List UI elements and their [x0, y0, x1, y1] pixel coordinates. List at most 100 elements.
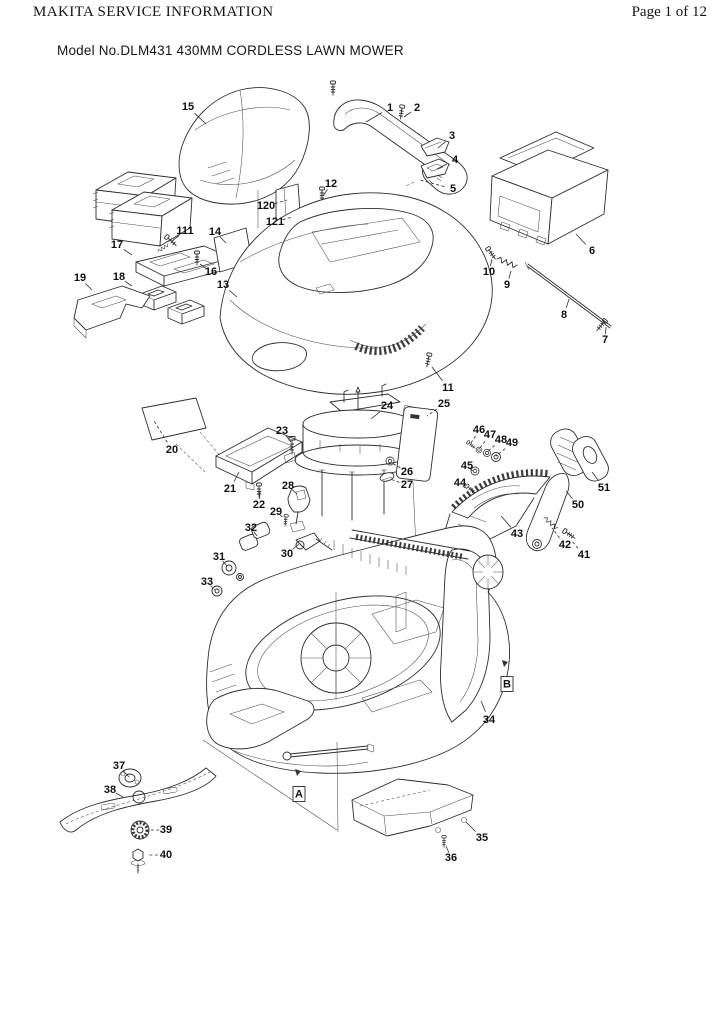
leader-line-15: [194, 112, 207, 125]
part-number-49: 49: [506, 437, 518, 449]
leader-line-33: [210, 585, 216, 591]
part-number-20: 20: [166, 444, 178, 456]
part-number-31: 31: [213, 551, 225, 563]
leader-line-22: [259, 491, 261, 500]
part-34-deck: [206, 525, 510, 774]
part-33-ring: [211, 573, 244, 597]
leader-line-17: [123, 249, 133, 256]
document-header-title: MAKITA SERVICE INFORMATION: [33, 4, 274, 20]
leader-line-35: [465, 821, 476, 832]
part-number-51: 51: [598, 482, 610, 494]
part-39-toothed-washer: [130, 820, 150, 840]
leader-line-1: [365, 112, 383, 123]
part-number-40: 40: [160, 849, 172, 861]
part-32-rollers: [239, 521, 271, 551]
part-number-17: 17: [111, 239, 123, 251]
leader-line-12: [322, 189, 328, 197]
part-number-11: 11: [442, 382, 454, 394]
part-number-32: 32: [245, 522, 257, 534]
arrow-mark-a: [295, 769, 301, 776]
part-number-7: 7: [602, 334, 608, 346]
part-3-button: [420, 137, 450, 157]
part-4-switch-block: [405, 158, 450, 187]
leader-line-3: [437, 141, 446, 149]
leader-line-111: [171, 235, 180, 242]
model-title: Model No.DLM431 430MM CORDLESS LAWN MOWE…: [57, 43, 404, 58]
part-number-2: 2: [414, 102, 420, 114]
part-number-5: 5: [450, 183, 456, 195]
part-37-blade-holder: [118, 768, 142, 788]
leader-line-27: [389, 478, 400, 483]
leader-line-29: [279, 514, 286, 520]
part-48-nut: [482, 448, 492, 458]
ref-box-A: [292, 786, 306, 802]
part-number-45: 45: [461, 460, 473, 472]
part-number-37: 37: [113, 760, 125, 772]
part-2-screw: [397, 104, 406, 120]
leader-line-21: [233, 471, 240, 482]
part-number-21: 21: [224, 483, 236, 495]
leader-line-26: [391, 462, 401, 469]
part-13-upper-housing: [219, 192, 493, 395]
part-24-motor: [283, 383, 433, 521]
part-35-mulching-wedge: [351, 778, 474, 837]
leader-line-7: [605, 326, 607, 335]
leader-line-46: [470, 435, 476, 444]
part-6-battery-cover: [489, 131, 609, 246]
part-number-12: 12: [325, 178, 337, 190]
leader-line-23: [285, 435, 292, 443]
leader-line-51: [591, 471, 599, 482]
part-number-10: 10: [483, 266, 495, 278]
part-battery-pack-front: [108, 191, 193, 247]
part-number-1: 1: [387, 102, 393, 114]
part-number-34: 34: [483, 714, 496, 726]
part-number-41: 41: [578, 549, 590, 561]
leader-line-25: [426, 408, 437, 417]
part-number-22: 22: [253, 499, 265, 511]
leader-line-32: [253, 531, 258, 537]
leader-line-44: [462, 485, 467, 490]
part-number-18: 18: [113, 271, 125, 283]
part-number-38: 38: [104, 784, 116, 796]
part-1-carry-handle: [330, 80, 468, 195]
leader-line-30: [292, 543, 300, 550]
part-18-connectors: [139, 285, 205, 325]
part-number-8: 8: [561, 309, 567, 321]
part-number-121: 121: [266, 216, 284, 228]
leader-line-8: [565, 298, 570, 308]
part-number-25: 25: [438, 398, 450, 410]
part-number-16: 16: [205, 266, 217, 278]
leader-line-11: [431, 366, 443, 382]
part-15-motor-cover: [178, 87, 310, 205]
leader-line-47: [478, 441, 486, 450]
part-number-29: 29: [270, 506, 282, 518]
leader-line-24: [370, 411, 381, 420]
part-19-bracket: [73, 285, 151, 339]
part-number-24: 24: [381, 400, 394, 412]
leader-line-45: [469, 467, 474, 472]
part-46-screw: [465, 439, 477, 451]
leader-line-13: [229, 290, 238, 298]
leader-line-4: [436, 163, 448, 170]
part-36-screw: [441, 835, 447, 848]
leader-line-50: [565, 490, 573, 499]
part-number-111: 111: [176, 225, 193, 237]
part-40-blade-bolt: [130, 848, 146, 874]
part-51-lever-cover: [572, 436, 609, 482]
leader-line-14: [219, 236, 227, 244]
leader-line-20: [153, 420, 168, 443]
part-number-43: 43: [511, 528, 523, 540]
leader-line-43: [500, 515, 512, 528]
leader-line-48: [486, 445, 495, 453]
part-number-9: 9: [504, 279, 510, 291]
part-number-36: 36: [445, 852, 457, 864]
part-29-screw: [282, 513, 289, 527]
leader-line-19: [85, 283, 93, 291]
part-47-washer: [475, 446, 483, 454]
leader-line-38: [115, 792, 124, 798]
leader-line-37: [123, 770, 130, 778]
part-38-blade: [59, 767, 217, 833]
leader-line-49: [495, 448, 506, 457]
